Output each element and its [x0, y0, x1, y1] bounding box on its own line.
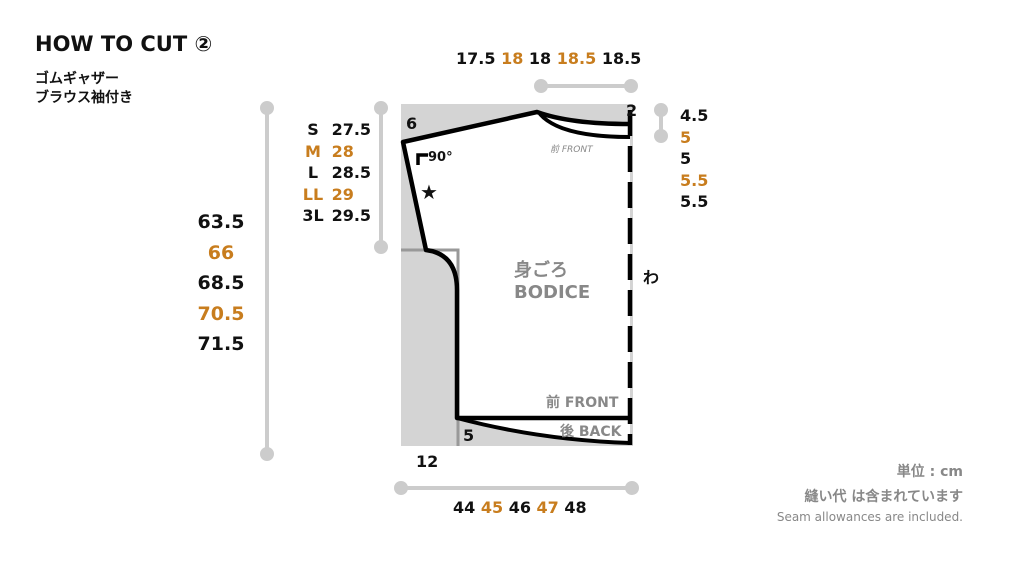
length-values: 63.5 66 68.5 70.5 71.5: [196, 207, 246, 360]
seam-note-jp: 縫い代 は含まれています: [804, 489, 963, 505]
top-widths: 17.5 18 18 18.5 18.5: [456, 49, 641, 68]
size-value: 27.5: [331, 120, 372, 139]
subtitle-line-1: ゴムギャザー: [35, 71, 119, 87]
top-width-3l: 18.5: [601, 49, 642, 68]
shoulder-size-table: S 27.5 M 28 L 28.5 LL 29 3L 29.5: [300, 119, 371, 227]
length-l: 68.5: [197, 272, 245, 294]
top-width-m: 18: [501, 49, 524, 68]
seam-note-en: Seam allowances are included.: [776, 510, 963, 524]
front-hem-label: 前 FRONT: [546, 395, 619, 411]
piece-name-jp: 身ごろ: [514, 260, 568, 281]
shoulder-allowance: 6: [406, 114, 418, 133]
top-width-l: 18: [528, 49, 552, 68]
length-ll: 70.5: [197, 302, 245, 325]
size-value: 28: [331, 141, 354, 161]
back-hem-curve: [456, 416, 631, 445]
right-angle-mark: [416, 153, 428, 165]
size-label: L: [307, 163, 319, 182]
neck-depth-s: 4.5: [680, 106, 709, 125]
star-icon: ★: [420, 180, 438, 204]
back-hem-label: 後 BACK: [560, 424, 622, 440]
angle-label: 90°: [428, 150, 453, 165]
bottom-width-l: 46: [508, 498, 531, 517]
top-width-s: 17.5: [456, 49, 496, 68]
neck-depth-ll: 5.5: [680, 170, 709, 190]
neck-depth-values: 4.5 5 5 5.5 5.5: [680, 105, 708, 213]
side-extension: 12: [416, 452, 439, 471]
hem-allowance: 5: [463, 426, 475, 445]
bottom-widths: 44 45 46 47 48: [453, 498, 587, 517]
bottom-width-3l: 48: [564, 498, 587, 517]
bodice-piece: [403, 112, 630, 445]
size-label: 3L: [302, 206, 324, 225]
piece-name-en: BODICE: [514, 282, 591, 303]
size-label: M: [305, 141, 321, 161]
bottom-width-m: 45: [480, 498, 504, 517]
size-label: S: [307, 120, 319, 139]
size-value: 28.5: [331, 163, 372, 182]
page-title: HOW TO CUT ②: [35, 32, 213, 56]
length-3l: 71.5: [197, 333, 245, 355]
bottom-width-s: 44: [453, 498, 476, 517]
bodice-outline: [400, 109, 631, 421]
bottom-width-ll: 47: [536, 498, 559, 517]
front-neckline: [538, 112, 631, 139]
dimension-bars: [260, 79, 668, 495]
length-s: 63.5: [197, 211, 245, 233]
length-m: 66: [207, 241, 235, 264]
neck-depth-m: 5: [680, 127, 692, 147]
fold-label: わ: [643, 268, 660, 287]
size-label: LL: [302, 184, 324, 204]
neck-allowance: 2: [626, 101, 638, 120]
size-value: 29: [331, 184, 354, 204]
size-value: 29.5: [331, 206, 372, 225]
neck-depth-3l: 5.5: [680, 192, 709, 211]
subtitle-line-2: ブラウス袖付き: [35, 90, 133, 106]
front-neck-label: 前 FRONT: [550, 145, 593, 155]
top-width-ll: 18.5: [556, 49, 597, 68]
unit-note: 単位 : cm: [896, 464, 963, 480]
neck-depth-l: 5: [680, 149, 692, 168]
